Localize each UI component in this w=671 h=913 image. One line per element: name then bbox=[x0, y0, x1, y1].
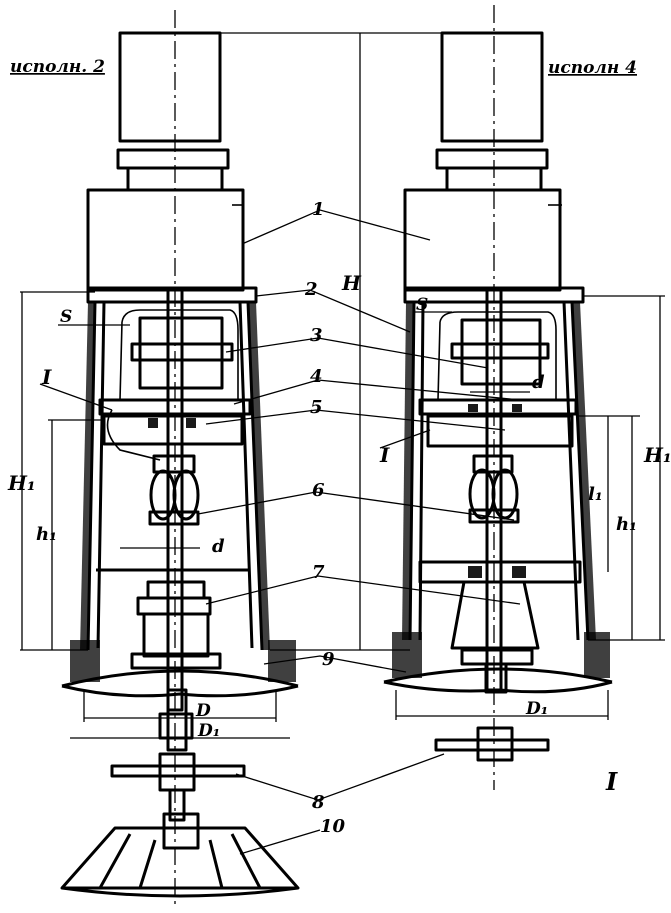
dim-d-right: d bbox=[532, 372, 545, 393]
left-stand-10 bbox=[60, 826, 300, 890]
part-number-2: 2 bbox=[304, 279, 318, 300]
part-number-labels: 1 2 3 4 5 6 7 8 9 10 bbox=[304, 199, 346, 837]
dim-H1-left: H₁ bbox=[7, 471, 36, 495]
part-number-5: 5 bbox=[310, 397, 323, 418]
part-number-7: 7 bbox=[312, 562, 325, 583]
dim-H: H bbox=[341, 271, 362, 295]
right-bearing-7 bbox=[450, 580, 540, 650]
dim-H1-right: H₁ bbox=[643, 443, 671, 467]
left-gearbox bbox=[86, 188, 245, 292]
part-number-1: 1 bbox=[312, 199, 325, 220]
dimension-lines bbox=[20, 32, 665, 855]
caption-right-variant: исполн 4 bbox=[548, 58, 637, 78]
left-bearing-7 bbox=[142, 612, 210, 658]
right-coupling-6b bbox=[491, 468, 519, 520]
section-mark-I-left: I bbox=[41, 365, 52, 389]
left-handwheel-8 bbox=[110, 764, 246, 778]
right-assembly bbox=[383, 5, 613, 790]
part-number-3: 3 bbox=[310, 325, 323, 346]
dim-D1-right: D₁ bbox=[525, 699, 548, 719]
dim-h1-right: h₁ bbox=[616, 514, 637, 535]
right-base-plate bbox=[383, 667, 613, 684]
detail-mark: I bbox=[605, 767, 618, 796]
part-number-6: 6 bbox=[312, 480, 325, 501]
dim-D1-left: D₁ bbox=[197, 721, 220, 741]
right-motor bbox=[440, 31, 544, 143]
part-number-8: 8 bbox=[311, 792, 325, 813]
left-motor-flange bbox=[116, 148, 230, 170]
part-number-9: 9 bbox=[322, 649, 335, 670]
left-coupling-6b bbox=[172, 469, 200, 521]
section-mark-I-right: I bbox=[379, 443, 390, 467]
left-bearing-block-5 bbox=[102, 414, 244, 446]
caption-left-variant: исполн. 2 bbox=[10, 57, 105, 77]
dimension-labels: H H₁ h₁ H₁ h₁ l₁ D D₁ D₁ S S d d I I bbox=[7, 271, 671, 741]
dim-S-left: S bbox=[60, 307, 72, 327]
left-motor bbox=[118, 31, 222, 143]
part-number-4: 4 bbox=[310, 366, 323, 387]
dim-d-left: d bbox=[212, 536, 225, 557]
dim-D: D bbox=[195, 701, 211, 721]
part-number-10: 10 bbox=[320, 816, 346, 837]
left-base-plate bbox=[61, 669, 299, 688]
dim-S-right: S bbox=[416, 295, 428, 315]
left-assembly bbox=[60, 10, 300, 905]
right-handwheel-8 bbox=[434, 738, 550, 752]
dim-h1-left: h₁ bbox=[36, 524, 57, 545]
dim-l1: l₁ bbox=[588, 484, 603, 505]
right-gearbox bbox=[403, 188, 562, 292]
